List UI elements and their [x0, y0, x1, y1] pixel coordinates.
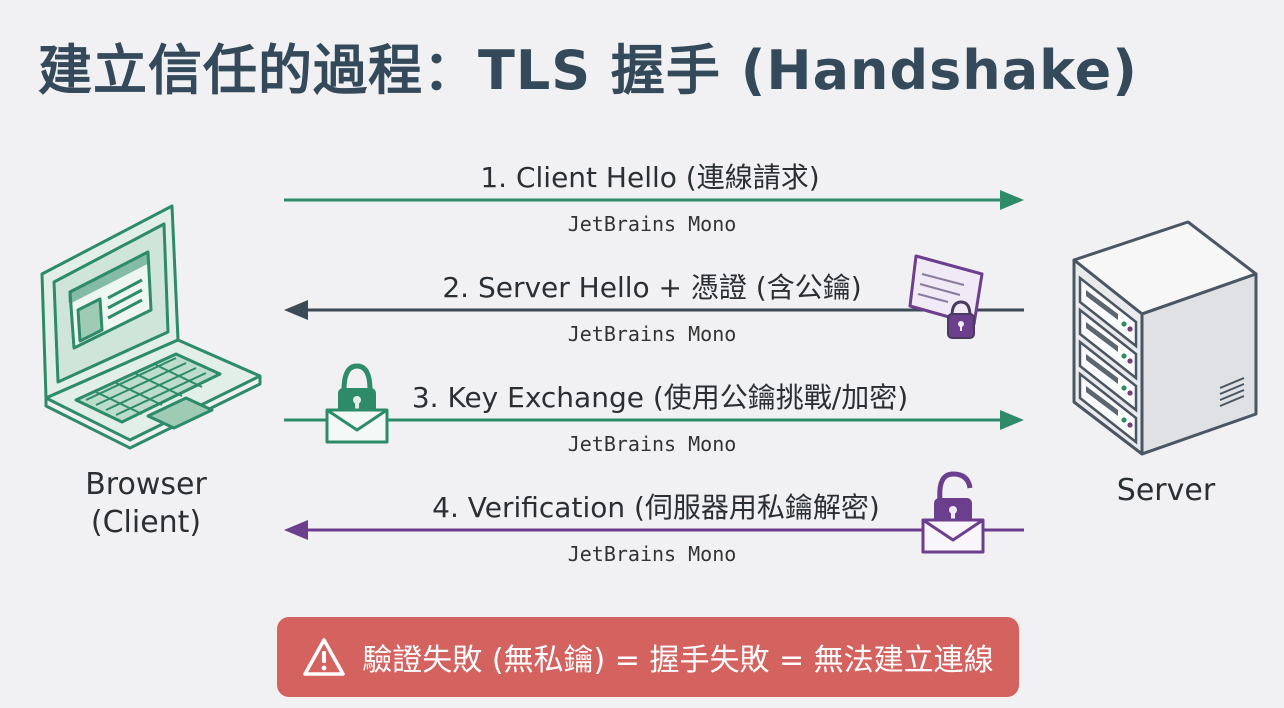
arrow-step-4	[284, 520, 1024, 540]
server-label: Server	[1116, 473, 1216, 508]
locked-envelope-icon	[325, 363, 389, 444]
warning-triangle-icon	[303, 638, 346, 676]
arrow-step-1	[284, 190, 1024, 210]
certificate-lock-icon	[908, 254, 984, 339]
step-1-caption: JetBrains Mono	[567, 212, 737, 236]
step-4-caption: JetBrains Mono	[567, 542, 737, 566]
step-3-label: 3. Key Exchange (使用公鑰挑戰/加密)	[411, 381, 909, 414]
step-2-label: 2. Server Hello + 憑證 (含公鑰)	[442, 271, 862, 304]
server-icon	[1072, 220, 1258, 456]
client-label: Browser (Client)	[85, 466, 207, 542]
warning-banner: 驗證失敗 (無私鑰) = 握手失敗 = 無法建立連線	[277, 617, 1019, 697]
client-label-line1: Browser	[85, 467, 207, 502]
arrow-step-2	[284, 300, 1024, 320]
page-title: 建立信任的過程：TLS 握手 (Handshake)	[38, 39, 1138, 102]
step-3-caption: JetBrains Mono	[567, 432, 737, 456]
client-label-line2: (Client)	[90, 505, 202, 540]
step-4-label: 4. Verification (伺服器用私鑰解密)	[432, 491, 880, 524]
laptop-icon	[40, 204, 262, 450]
arrow-step-3	[284, 410, 1024, 430]
step-1-label: 1. Client Hello (連線請求)	[480, 161, 820, 194]
step-2-caption: JetBrains Mono	[567, 322, 737, 346]
warning-text: 驗證失敗 (無私鑰) = 握手失敗 = 無法建立連線	[362, 643, 994, 678]
unlocked-envelope-icon	[921, 471, 985, 554]
